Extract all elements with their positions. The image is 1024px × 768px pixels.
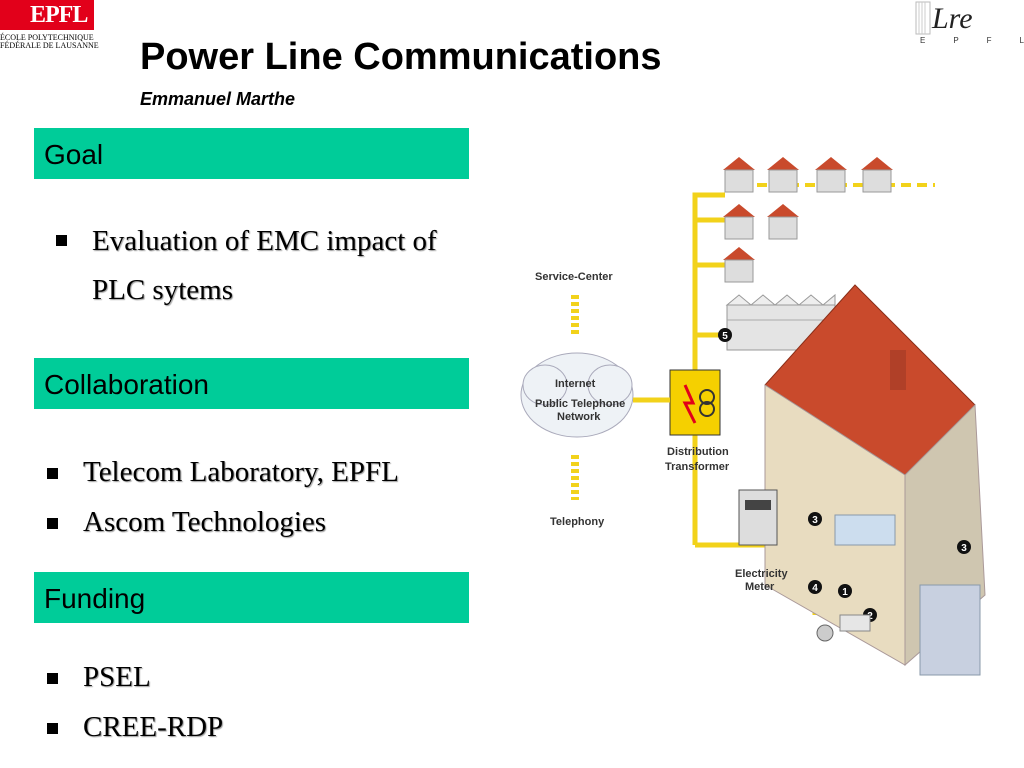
lre-logo-graphic: Lre	[915, 1, 973, 35]
list-item-text: Telecom Laboratory, EPFL	[83, 456, 399, 488]
meter-label: Meter	[745, 581, 775, 593]
epfl-logo-text: EPFL	[30, 2, 88, 28]
house-icon-group	[723, 157, 893, 283]
house-icon	[767, 204, 799, 240]
bullet-square-icon	[47, 723, 58, 734]
svg-text:3: 3	[961, 543, 967, 554]
lre-letter: L	[1019, 36, 1024, 45]
section-heading-label: Goal	[44, 139, 104, 170]
marker-4-icon: 4	[808, 580, 822, 594]
marker-5-icon: 5	[718, 328, 732, 342]
section-heading-label: Funding	[44, 583, 146, 614]
lre-letter: E	[920, 36, 926, 45]
list-item: PSEL	[47, 661, 223, 711]
bullet-square-icon	[47, 468, 58, 479]
lre-logo-letters: E P F L	[920, 36, 1024, 45]
svg-text:4: 4	[812, 583, 818, 594]
lre-letter: P	[953, 36, 959, 45]
distribution-transformer-icon	[669, 369, 721, 436]
distribution-label: Distribution	[667, 446, 729, 458]
list-item-text: Ascom Technologies	[83, 506, 327, 538]
funding-bullet-list: PSEL CREE-RDP	[47, 661, 223, 761]
internet-cloud-icon	[520, 352, 634, 438]
collaboration-bullet-list: Telecom Laboratory, EPFL Ascom Technolog…	[47, 456, 399, 556]
list-item: Evaluation of EMC impact of PLC sytems	[56, 217, 472, 315]
electricity-label: Electricity	[735, 568, 788, 580]
bullet-square-icon	[47, 673, 58, 684]
section-heading-label: Collaboration	[44, 369, 209, 400]
electricity-meter-icon	[738, 489, 778, 546]
svg-text:5: 5	[722, 331, 728, 342]
network-label: Network	[557, 411, 601, 423]
svg-text:1: 1	[842, 587, 848, 598]
lre-logo-text: Lre	[931, 2, 973, 35]
marker-1-icon: 1	[838, 584, 852, 598]
list-item: Telecom Laboratory, EPFL	[47, 456, 399, 506]
plc-network-diagram: Service-Center Internet Public Telephone…	[520, 157, 986, 676]
house-icon	[723, 204, 755, 240]
house-icon	[815, 157, 847, 193]
section-heading-funding: Funding	[34, 572, 469, 623]
lre-logo: Lre E P F L	[912, 0, 1024, 48]
list-item: CREE-RDP	[47, 711, 223, 761]
svg-text:3: 3	[812, 515, 818, 526]
house-icon	[723, 247, 755, 283]
bullet-square-icon	[56, 235, 67, 246]
house-icon	[723, 157, 755, 193]
office-desk-icon	[816, 614, 871, 642]
epfl-logo-line1: ÉCOLE POLYTECHNIQUE	[0, 33, 94, 42]
internet-label: Internet	[555, 378, 596, 390]
lre-letter: F	[986, 36, 992, 45]
transformer-label: Transformer	[665, 461, 730, 473]
epfl-logo-mark: EPFL	[0, 0, 94, 30]
list-item-text: CREE-RDP	[83, 711, 224, 743]
bullet-square-icon	[47, 518, 58, 529]
house-icon	[861, 157, 893, 193]
marker-3-icon: 3	[957, 540, 971, 554]
goal-bullet-list: Evaluation of EMC impact of PLC sytems	[56, 217, 472, 315]
list-item-text: Evaluation of EMC impact of PLC sytems	[92, 225, 437, 306]
public-telephone-label: Public Telephone	[535, 398, 625, 410]
slide-subtitle: Emmanuel Marthe	[140, 89, 296, 109]
epfl-logo: EPFL ÉCOLE POLYTECHNIQUE FÉDÉRALE DE LAU…	[0, 0, 99, 50]
list-item: Ascom Technologies	[47, 506, 399, 556]
house-cutaway-icon	[764, 284, 986, 676]
section-heading-collaboration: Collaboration	[34, 358, 469, 409]
marker-3-icon: 3	[808, 512, 822, 526]
telephony-label: Telephony	[550, 516, 605, 528]
slide-title: Power Line Communications	[140, 36, 662, 78]
service-center-label: Service-Center	[535, 271, 613, 283]
section-heading-goal: Goal	[34, 128, 469, 179]
factory-icon	[725, 293, 836, 351]
house-icon	[767, 157, 799, 193]
list-item-text: PSEL	[83, 661, 151, 693]
epfl-logo-line2: FÉDÉRALE DE LAUSANNE	[0, 41, 99, 50]
